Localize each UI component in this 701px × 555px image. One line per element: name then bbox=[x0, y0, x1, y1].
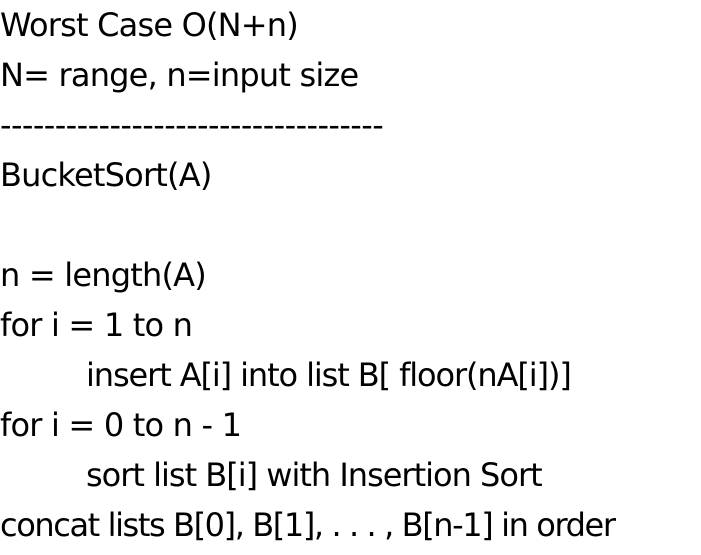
code-line-for-loop-2: for i = 0 to n - 1 bbox=[0, 406, 242, 444]
definitions-line: N= range, n=input size bbox=[0, 56, 359, 94]
code-line-for-loop-1: for i = 1 to n bbox=[0, 306, 193, 344]
code-line-concat: concat lists B[0], B[1], . . . , B[n-1] … bbox=[0, 506, 616, 544]
worst-case-line: Worst Case O(N+n) bbox=[0, 6, 299, 44]
code-line-sort: sort list B[i] with Insertion Sort bbox=[86, 456, 543, 494]
separator-line: ----------------------------------- bbox=[0, 106, 384, 144]
code-line-insert: insert A[i] into list B[ floor(nA[i])] bbox=[86, 356, 572, 394]
function-signature: BucketSort(A) bbox=[0, 156, 212, 194]
code-line-length: n = length(A) bbox=[0, 256, 207, 294]
